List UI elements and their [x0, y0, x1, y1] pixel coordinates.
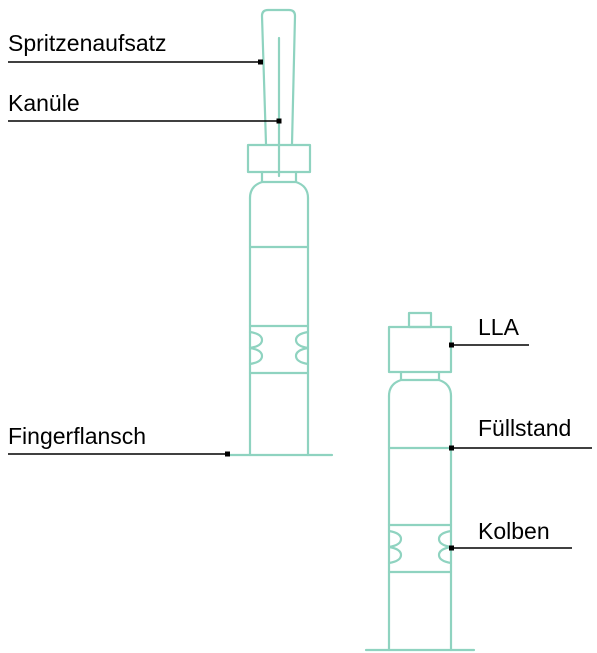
- syringe-with-cap: [226, 8, 334, 457]
- label-kanuele: Kanüle: [8, 90, 80, 116]
- syringe-lla: [364, 311, 476, 652]
- label-fuellstand: Füllstand: [478, 415, 571, 441]
- label-fingerflansch: Fingerflansch: [8, 423, 146, 449]
- callout-spritzenaufsatz: Spritzenaufsatz: [8, 30, 263, 65]
- luer-lock-adapter: [387, 325, 453, 374]
- lla-neck-outline: [387, 370, 453, 398]
- label-kolben: Kolben: [478, 518, 550, 544]
- callout-fingerflansch: Fingerflansch: [8, 423, 230, 457]
- anchor-dot-fuellstand: [449, 445, 454, 451]
- anchor-dot-kanuele: [276, 118, 282, 124]
- stopper-rib-right: [294, 330, 310, 366]
- lla-stopper-rib-left: [387, 529, 403, 565]
- hub-collar: [246, 143, 312, 174]
- stopper-rib-left: [248, 330, 264, 366]
- callout-kanuele: Kanüle: [8, 90, 282, 124]
- callout-kolben: Kolben: [449, 518, 572, 551]
- anchor-dot-spritzenaufsatz: [258, 59, 263, 65]
- callout-fuellstand: Füllstand: [449, 415, 592, 451]
- tip-cap-outline: [260, 8, 297, 146]
- anchor-dot-kolben: [449, 545, 454, 551]
- anchor-dot-fingerflansch: [225, 451, 230, 457]
- label-spritzenaufsatz: Spritzenaufsatz: [8, 30, 167, 56]
- luer-tip: [407, 311, 433, 329]
- anchor-dot-lla: [449, 342, 454, 348]
- label-lla: LLA: [478, 314, 520, 340]
- callout-lla: LLA: [449, 314, 529, 348]
